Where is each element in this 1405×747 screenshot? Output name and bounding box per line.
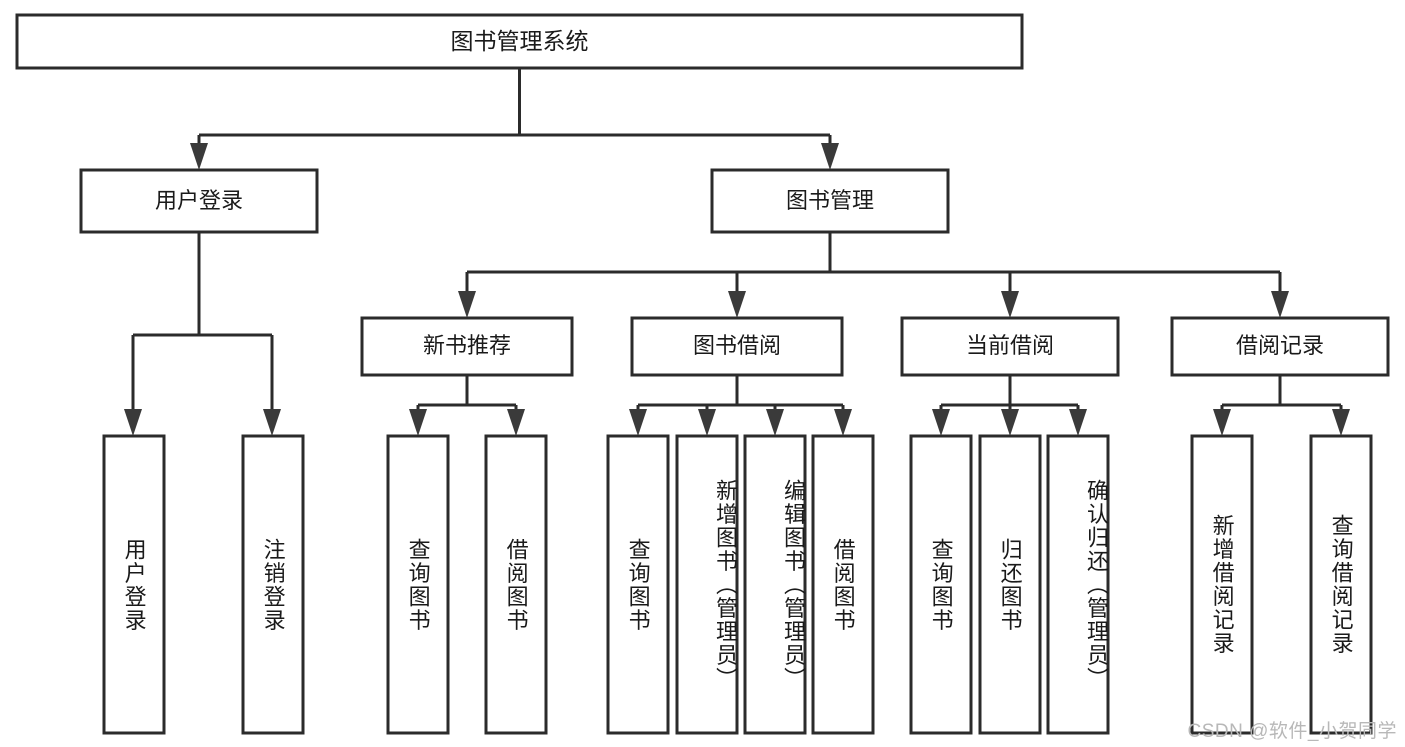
- node-borrow-record[interactable]: 借阅记录: [1170, 316, 1390, 377]
- arrow-head-icon: [1001, 291, 1019, 318]
- leaf-box-query-record[interactable]: [1309, 434, 1373, 735]
- node-book-borrow-box[interactable]: [630, 316, 844, 377]
- leaf-box-query-book-1[interactable]: [386, 434, 450, 735]
- node-new-book-recommend[interactable]: 新书推荐: [360, 316, 574, 377]
- leaf-layer: [102, 434, 1373, 735]
- arrow-head-icon: [821, 143, 839, 170]
- leaf-box-query-book-3[interactable]: [909, 434, 973, 735]
- node-book-management-box[interactable]: [710, 168, 950, 234]
- leaf-box-user-login[interactable]: [102, 434, 166, 735]
- node-borrow-record-label: 借阅记录: [1236, 333, 1324, 358]
- arrow-head-icon: [1332, 409, 1350, 436]
- csdn-watermark: CSDN @软件_小贺同学: [1187, 721, 1397, 742]
- arrow-head-icon: [932, 409, 950, 436]
- arrow-head-icon: [507, 409, 525, 436]
- arrow-head-icon: [458, 291, 476, 318]
- leaf-box-logout[interactable]: [241, 434, 305, 735]
- node-current-borrow[interactable]: 当前借阅: [900, 316, 1120, 377]
- node-book-borrow[interactable]: 图书借阅: [630, 316, 844, 377]
- arrow-head-icon: [766, 409, 784, 436]
- arrow-head-icon: [1271, 291, 1289, 318]
- node-book-borrow-label: 图书借阅: [693, 333, 781, 358]
- node-root-box[interactable]: [15, 13, 1024, 70]
- arrow-head-icon: [124, 409, 142, 436]
- leaf-box-confirm-return[interactable]: [1046, 434, 1110, 735]
- node-root[interactable]: 图书管理系统: [15, 13, 1024, 70]
- arrow-head-icon: [263, 409, 281, 436]
- node-current-borrow-box[interactable]: [900, 316, 1120, 377]
- node-new-book-recommend-label: 新书推荐: [423, 333, 511, 358]
- arrow-head-icon: [834, 409, 852, 436]
- leaf-box-borrow-book-1[interactable]: [484, 434, 548, 735]
- leaf-box-return-book[interactable]: [978, 434, 1042, 735]
- arrow-head-icon: [190, 143, 208, 170]
- leaf-box-edit-book[interactable]: [743, 434, 807, 735]
- connector-layer: [124, 68, 1350, 436]
- arrow-head-icon: [409, 409, 427, 436]
- leaf-box-query-book-2[interactable]: [606, 434, 670, 735]
- arrow-head-icon: [728, 291, 746, 318]
- leaf-box-add-book[interactable]: [675, 434, 739, 735]
- node-user-login-box[interactable]: [79, 168, 319, 234]
- node-user-login[interactable]: 用户登录: [79, 168, 319, 234]
- node-new-book-recommend-box[interactable]: [360, 316, 574, 377]
- leaf-box-add-record[interactable]: [1190, 434, 1254, 735]
- arrow-head-icon: [698, 409, 716, 436]
- node-current-borrow-label: 当前借阅: [966, 333, 1054, 358]
- node-borrow-record-box[interactable]: [1170, 316, 1390, 377]
- arrow-head-icon: [1213, 409, 1231, 436]
- node-book-management[interactable]: 图书管理: [710, 168, 950, 234]
- leaf-box-borrow-book-2[interactable]: [811, 434, 875, 735]
- node-user-login-label: 用户登录: [155, 188, 243, 213]
- node-book-management-label: 图书管理: [786, 188, 874, 213]
- node-root-label: 图书管理系统: [451, 28, 589, 54]
- arrow-head-icon: [629, 409, 647, 436]
- arrow-head-icon: [1001, 409, 1019, 436]
- arrow-head-icon: [1069, 409, 1087, 436]
